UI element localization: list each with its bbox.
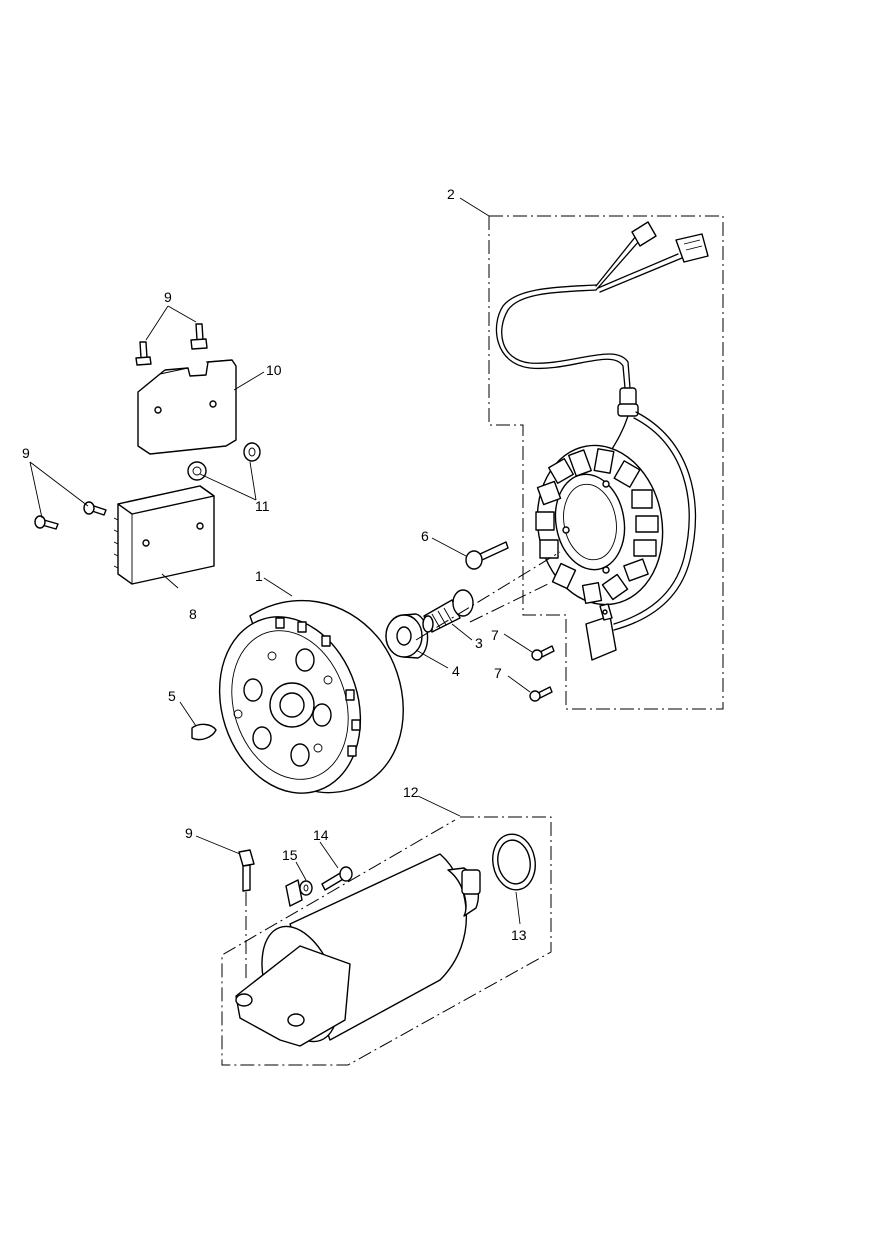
callout-15: 15 [282, 847, 298, 863]
callout-13: 13 [511, 927, 527, 943]
pickup-screw-upper [531, 645, 555, 661]
regulator-rectifier [113, 485, 215, 585]
stator-bolt [465, 541, 509, 570]
callout-14: 14 [313, 827, 329, 843]
bracket-bolt-left [135, 341, 152, 366]
rotor [218, 599, 404, 794]
callout-labels: 1 2 3 4 5 6 7 7 8 9 9 9 10 11 12 13 14 1… [22, 186, 527, 943]
callout-10: 10 [266, 362, 282, 378]
callout-1: 1 [255, 568, 263, 584]
callout-7-upper: 7 [491, 627, 499, 643]
pickup-sensor [585, 603, 617, 661]
stator-assembly-boundary [488, 215, 724, 710]
o-ring [492, 833, 536, 891]
callout-4: 4 [452, 663, 460, 679]
callout-3: 3 [475, 635, 483, 651]
callout-8: 8 [189, 606, 197, 622]
regulator-bolt-lower [34, 515, 59, 530]
starter-screw [321, 866, 353, 891]
callout-11: 11 [255, 498, 270, 514]
callout-2: 2 [447, 186, 455, 202]
stator [535, 444, 664, 606]
regulator-bolt-upper [83, 501, 107, 516]
stator-wiring-harness [495, 221, 709, 631]
callout-6: 6 [421, 528, 429, 544]
starter-motor [235, 853, 481, 1047]
pickup-screw-lower [529, 686, 553, 702]
assembly-center-lines [245, 551, 561, 980]
starter-washer [299, 880, 313, 896]
starter-bolt [238, 849, 255, 892]
leader-lines [29, 197, 533, 925]
callout-9-top: 9 [164, 289, 172, 305]
callout-7-lower: 7 [494, 665, 502, 681]
callout-9-starter: 9 [185, 825, 193, 841]
rotor-bolt [422, 589, 474, 633]
nut-upper [243, 442, 261, 462]
starter-assembly-boundary [221, 816, 552, 1066]
washer [385, 613, 429, 659]
callout-5: 5 [168, 688, 176, 704]
callout-12: 12 [403, 784, 419, 800]
nut-lower [187, 461, 207, 481]
bracket-bolt-right [190, 323, 208, 350]
regulator-mounting-plate [137, 359, 237, 455]
callout-9-left: 9 [22, 445, 30, 461]
woodruff-key [191, 723, 217, 741]
